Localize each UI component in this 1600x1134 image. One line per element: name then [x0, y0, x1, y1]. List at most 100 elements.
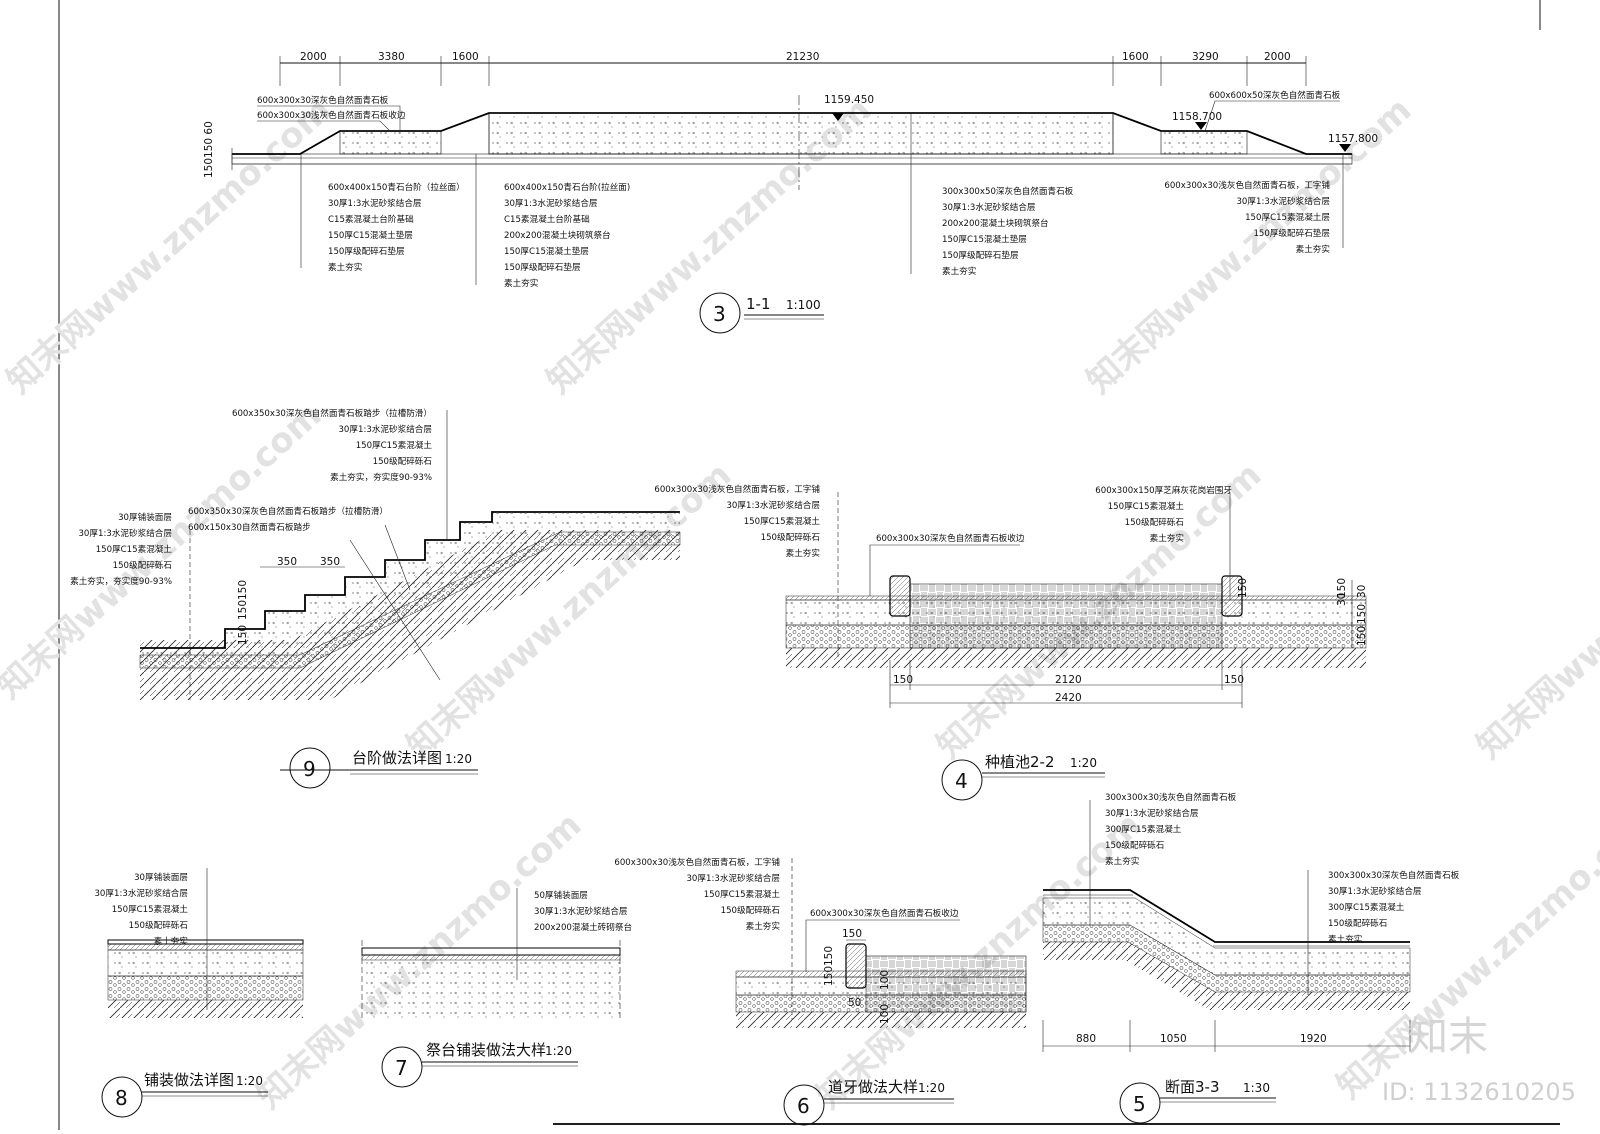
dim-label: 100: [879, 1004, 891, 1024]
dim-label: 150: [823, 966, 835, 986]
detail-title: 铺装做法详图: [144, 1071, 234, 1089]
material-label: 150厚C15素混凝土: [356, 439, 433, 451]
detail-title: 种植池2-2: [985, 753, 1055, 771]
material-label: 素土夯实: [1150, 532, 1185, 544]
detail-mark-circle: [699, 292, 741, 334]
detail-4-planter: 600x300x30浅灰色自然面青石板，工字铺 30厚1:3水泥砂浆结合层 15…: [654, 483, 1368, 801]
note-group-b: 600x400x150青石台阶(拉丝面) 30厚1:3水泥砂浆结合层 C15素混…: [504, 181, 630, 289]
material-label: 200x200混凝土块砌筑祭台: [504, 229, 611, 241]
dim-label: 30: [1336, 593, 1348, 606]
material-label: 150级配碎砾石: [1105, 839, 1165, 851]
note-group-c: 300x300x50深灰色自然面青石板 30厚1:3水泥砂浆结合层 200x20…: [942, 185, 1074, 277]
material-label: 30厚1:3水泥砂浆结合层: [1328, 885, 1422, 897]
watermark-text: 知末网www.znzmo.com: [1469, 455, 1600, 767]
id-watermark: ID: 1132610205: [1382, 1078, 1576, 1106]
material-label: 600x300x30浅灰色自然面青石板收边: [257, 109, 406, 121]
material-label: 150厚C15混凝土垫层: [504, 245, 589, 257]
material-label: 素土夯实: [1105, 855, 1140, 867]
material-label: 200x200混凝土砖砌祭台: [534, 921, 632, 933]
dim-label: 1920: [1300, 1033, 1327, 1045]
detail-mark-number: 8: [115, 1086, 128, 1110]
dim-label: 150: [1356, 604, 1368, 624]
material-label: 30厚1:3水泥砂浆结合层: [504, 197, 598, 209]
material-label: 150级配碎砾石: [373, 455, 433, 467]
material-label: 600x300x30浅灰色自然面青石板，工字铺: [654, 483, 820, 495]
dim-label: 3290: [1192, 51, 1219, 63]
detail-mark-number: 7: [395, 1056, 408, 1080]
material-label: 30厚1:3水泥砂浆结合层: [94, 887, 188, 899]
material-label: 150级配碎砾石: [761, 531, 821, 543]
detail-mark-number: 3: [713, 302, 726, 326]
material-label: 30厚1:3水泥砂浆结合层: [1105, 807, 1199, 819]
material-label: 600x300x30浅灰色自然面青石板，工字铺: [614, 856, 780, 868]
material-label: 30厚1:3水泥砂浆结合层: [686, 872, 780, 884]
detail-scale: 1:20: [545, 1044, 572, 1058]
material-label: 300x300x30浅灰色自然面青石板: [1105, 791, 1237, 803]
material-label: 300厚C15素混凝土: [1328, 901, 1405, 913]
material-label: 600x400x150青石台阶（拉丝面）: [328, 181, 465, 193]
dim-label: 150: [237, 580, 249, 600]
dim-label: 2000: [300, 51, 327, 63]
dim-label: 150: [823, 946, 835, 966]
detail-scale: 1:20: [918, 1081, 945, 1095]
material-label: 150级配碎砾石: [1125, 516, 1185, 528]
material-label: 30厚1:3水泥砂浆结合层: [78, 527, 172, 539]
elevation-label: 1159.450: [824, 94, 874, 106]
material-label: 素土夯实: [1328, 933, 1363, 945]
material-label: 30厚1:3水泥砂浆结合层: [942, 201, 1036, 213]
material-label: 600x300x30深灰色自然面青石板收边: [876, 532, 1025, 544]
material-label: 素土夯实: [942, 265, 977, 277]
material-label: 150厚C15素混凝土: [1108, 500, 1185, 512]
dim-label: 21230: [786, 51, 819, 63]
material-label: 300x300x30深灰色自然面青石板: [1328, 869, 1460, 881]
material-label: 150厚级配碎石垫层: [942, 249, 1019, 261]
material-label: C15素混凝土台阶基础: [504, 213, 590, 225]
material-label: 素土夯实，夯实度90-93%: [330, 471, 432, 483]
dim-label: 30: [1356, 585, 1368, 598]
detail-title: 断面3-3: [1165, 1078, 1220, 1096]
material-label: 素土夯实: [1296, 243, 1331, 255]
material-label: 素土夯实: [746, 920, 781, 932]
material-label: 素土夯实: [786, 547, 821, 559]
detail-title: 1-1: [746, 295, 771, 313]
dim-label: 150: [1336, 578, 1348, 598]
dim-label: 150: [1224, 674, 1244, 686]
material-label: 150级配碎砾石: [113, 559, 173, 571]
material-label: 素土夯实: [328, 261, 363, 273]
dim-label: 150: [237, 625, 249, 645]
detail-scale: 1:20: [1070, 756, 1097, 770]
dim-label: 150: [842, 928, 862, 940]
detail-mark-number: 9: [303, 757, 316, 781]
material-label: 素土夯实: [154, 935, 189, 947]
dim-label: 2120: [1055, 674, 1082, 686]
dim-label: 150: [1356, 626, 1368, 646]
side-dim-label: 150150 60: [203, 121, 215, 178]
material-label: 150级配碎砾石: [1328, 917, 1388, 929]
material-label: 30厚1:3水泥砂浆结合层: [328, 197, 422, 209]
detail-scale: 1:30: [1243, 1081, 1270, 1095]
material-label: 150级配碎砾石: [129, 919, 189, 931]
detail-8-paving: 30厚铺装面层 30厚1:3水泥砂浆结合层 150厚C15素混凝土 150级配碎…: [94, 868, 304, 1118]
material-label: 600x600x50深灰色自然面青石板: [1209, 89, 1341, 101]
dim-label: 150: [893, 674, 913, 686]
dim-label: 1050: [1160, 1033, 1187, 1045]
material-label: 600x300x30深灰色自然面青石板: [257, 94, 389, 106]
material-label: 300x300x50深灰色自然面青石板: [942, 185, 1074, 197]
detail-scale: 1:100: [786, 298, 821, 312]
material-label: 150厚C15素混凝土: [744, 515, 821, 527]
detail-mark-number: 6: [797, 1094, 810, 1118]
detail-title: 台阶做法详图: [352, 749, 442, 767]
material-label: 150厚级配碎石垫层: [328, 245, 405, 257]
dim-label: 3380: [378, 51, 405, 63]
note-group-d: 600x300x30浅灰色自然面青石板，工字铺 30厚1:3水泥砂浆结合层 15…: [1164, 179, 1330, 255]
material-label: 150厚C15素混凝土层: [1245, 211, 1330, 223]
material-label: 600x300x30浅灰色自然面青石板，工字铺: [1164, 179, 1330, 191]
material-label: 600x350x30深灰色自然面青石板踏步（拉槽防滑）: [232, 407, 432, 419]
material-label: 150厚C15素混凝土: [112, 903, 189, 915]
note-group-a: 600x400x150青石台阶（拉丝面） 30厚1:3水泥砂浆结合层 C15素混…: [328, 181, 465, 273]
detail-title: 道牙做法大样: [828, 1078, 918, 1096]
material-label: 150厚C15混凝土垫层: [328, 229, 413, 241]
elevation-label: 1158.700: [1172, 111, 1222, 123]
